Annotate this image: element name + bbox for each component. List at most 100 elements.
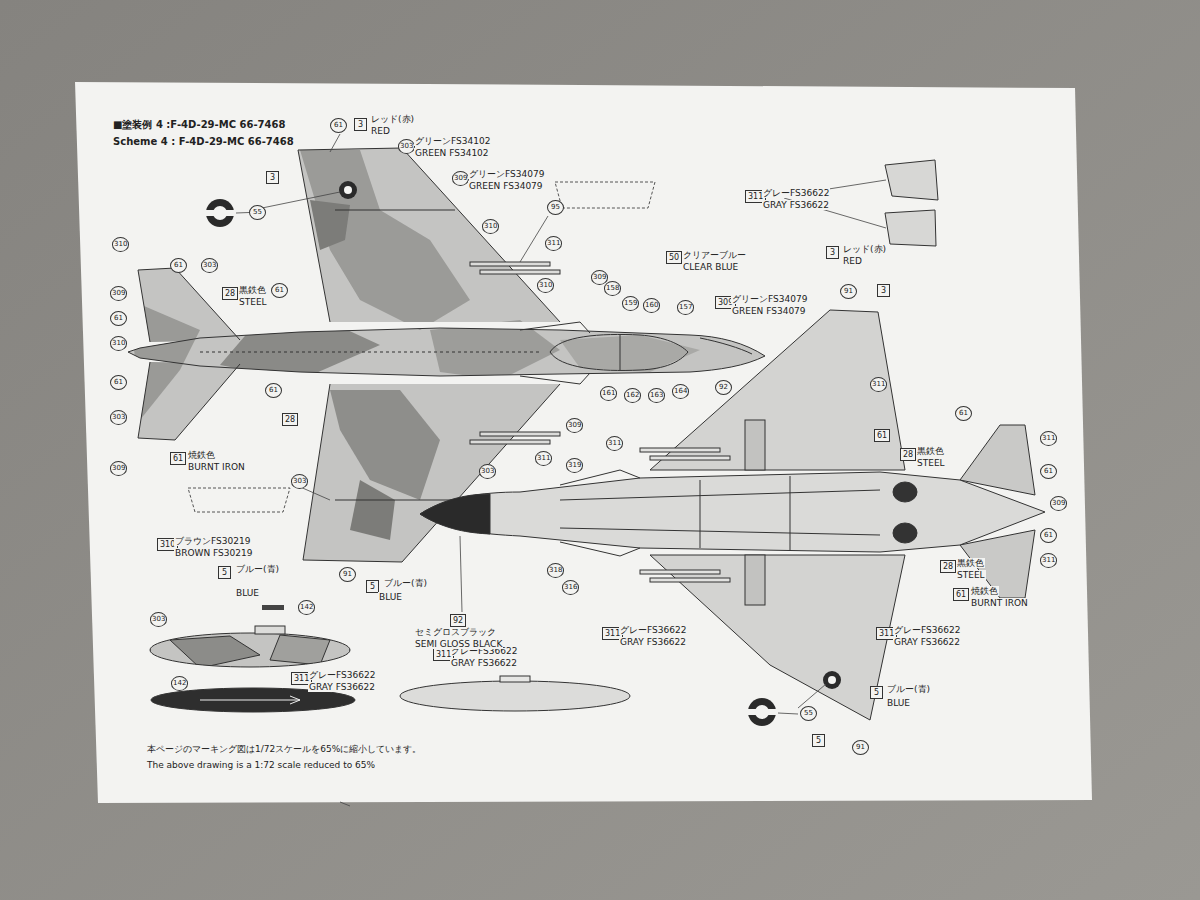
paint-name: グレーFS36622: [308, 670, 376, 680]
scheme-title: ■塗装例 4 :F-4D-29-MC 66-7468: [113, 119, 285, 131]
callout-number: 311: [606, 436, 623, 451]
callout-number: 303: [150, 612, 167, 627]
paint-name: BLUE: [886, 698, 911, 708]
paint-name: グリーンFS34079: [468, 169, 545, 179]
paint-number: 5: [218, 566, 231, 579]
paint-number: 3: [877, 284, 890, 297]
paint-number: 3: [354, 118, 367, 131]
paint-name: CLEAR BLUE: [682, 262, 739, 272]
paint-number: 50: [666, 251, 682, 264]
paint-name: STEEL: [956, 570, 986, 580]
paint-name: ブルー(青): [383, 578, 428, 588]
paint-name: The above drawing is a 1:72 scale reduce…: [146, 760, 376, 770]
callout-number: 311: [1040, 431, 1057, 446]
callout-number: 303: [201, 258, 218, 273]
scale-note: 本ページのマーキング図は1/72スケールを65%に縮小しています。: [146, 744, 422, 754]
callout-number: 91: [840, 284, 857, 299]
callout-number: 160: [643, 298, 660, 313]
callout-number: 303: [110, 410, 127, 425]
callout-number: 309: [452, 171, 469, 186]
paint-name: グレーFS36622: [893, 625, 961, 635]
paint-name: GREEN FS34102: [414, 148, 490, 158]
paint-name: GREEN FS34079: [731, 306, 807, 316]
paint-name: 焼鉄色: [970, 586, 999, 596]
callout-number: 142: [298, 600, 315, 615]
paint-name: レッド(赤): [842, 244, 887, 254]
callout-number: 309: [566, 418, 583, 433]
paint-name: RED: [370, 126, 391, 136]
callout-number: 309: [110, 461, 127, 476]
callout-number: 162: [624, 388, 641, 403]
paint-number: 28: [282, 413, 298, 426]
callout-number: 61: [110, 311, 127, 326]
callout-number: 55: [249, 205, 266, 220]
callout-number: 61: [330, 118, 347, 133]
paint-number: 61: [170, 452, 186, 465]
callout-number: 311: [870, 377, 887, 392]
paint-number: 3: [826, 246, 839, 259]
callout-number: 319: [566, 458, 583, 473]
paint-name: BROWN FS30219: [174, 548, 253, 558]
paint-name: STEEL: [238, 297, 268, 307]
callout-number: 91: [339, 567, 356, 582]
callout-number: 61: [265, 383, 282, 398]
callout-number: 303: [479, 464, 496, 479]
callout-number: 309: [110, 286, 127, 301]
callout-number: 310: [482, 219, 499, 234]
paint-name: クリアーブルー: [682, 250, 747, 260]
paint-name: GRAY FS36622: [762, 200, 830, 210]
paint-name: SEMI GLOSS BLACK: [414, 639, 503, 649]
paint-name: ブラウンFS30219: [174, 536, 251, 546]
paint-name: 黒鉄色: [238, 285, 267, 295]
paint-number: 61: [953, 588, 969, 601]
paint-name: GRAY FS36622: [619, 637, 687, 647]
callout-number: 310: [112, 237, 129, 252]
callout-number: 311: [535, 451, 552, 466]
paint-name: GRAY FS36622: [308, 682, 376, 692]
scheme-subtitle: Scheme 4 : F-4D-29-MC 66-7468: [113, 136, 294, 148]
callout-number: 161: [600, 386, 617, 401]
paint-name: GRAY FS36622: [450, 658, 518, 668]
paint-name: レッド(赤): [370, 114, 415, 124]
paint-number: 5: [812, 734, 825, 747]
callout-number: 61: [1040, 528, 1057, 543]
bottom-view: [420, 310, 1045, 720]
paint-name: ブルー(青): [235, 564, 280, 574]
paint-name: BURNT IRON: [970, 598, 1029, 608]
paint-name: グレーFS36622: [619, 625, 687, 635]
callout-number: 61: [271, 283, 288, 298]
callout-number: 310: [110, 336, 127, 351]
paint-name: GRAY FS36622: [893, 637, 961, 647]
paint-name: セミグロスブラック: [414, 627, 497, 637]
paint-number: 28: [900, 448, 916, 461]
paint-name: BLUE: [378, 592, 403, 602]
callout-number: 61: [170, 258, 187, 273]
callout-number: 92: [715, 380, 732, 395]
paint-name: グリーンFS34102: [414, 136, 491, 146]
callout-number: 158: [604, 281, 621, 296]
callout-number: 163: [648, 388, 665, 403]
callout-number: 303: [291, 474, 308, 489]
callout-number: 164: [672, 384, 689, 399]
paint-number: 3: [266, 171, 279, 184]
callout-number: 91: [852, 740, 869, 755]
paint-name: STEEL: [916, 458, 946, 468]
paint-name: 黒鉄色: [956, 558, 985, 568]
paint-name: グレーFS36622: [762, 188, 830, 198]
callout-number: 303: [398, 139, 415, 154]
paint-name: グリーンFS34079: [731, 294, 808, 304]
callout-number: 142: [171, 676, 188, 691]
paint-name: ブルー(青): [886, 684, 931, 694]
paint-number: 28: [222, 287, 238, 300]
paint-number: 28: [940, 560, 956, 573]
paint-name: RED: [842, 256, 863, 266]
callout-number: 61: [1040, 464, 1057, 479]
paint-name: GREEN FS34079: [468, 181, 544, 191]
callout-number: 311: [1040, 553, 1057, 568]
paint-number: 61: [874, 429, 890, 442]
callout-number: 311: [545, 236, 562, 251]
callout-number: 309: [1050, 496, 1067, 511]
paint-name: 黒鉄色: [916, 446, 945, 456]
callout-number: 55: [800, 706, 817, 721]
